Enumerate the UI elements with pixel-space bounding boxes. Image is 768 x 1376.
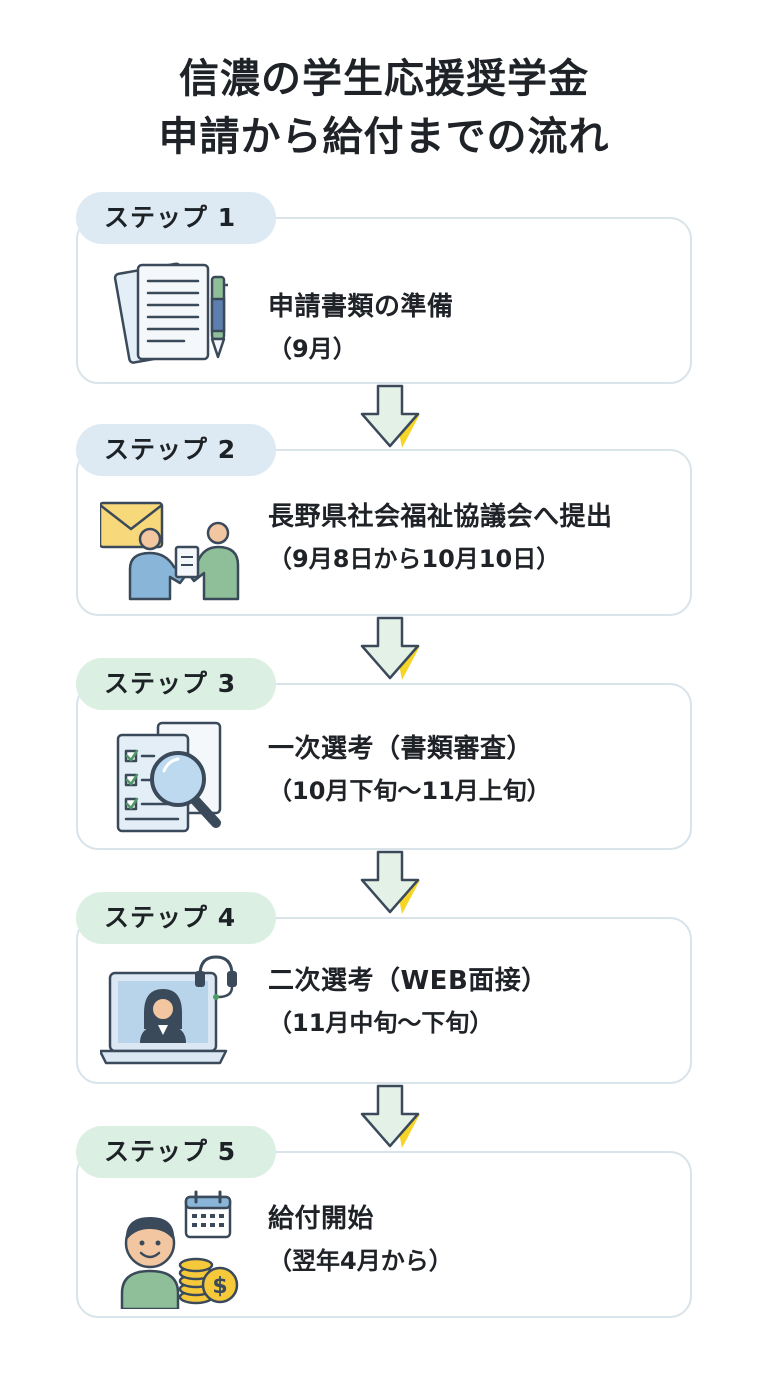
step-card: 長野県社会福祉協議会へ提出 （9月8日から10月10日）	[76, 449, 692, 616]
step-3: 一次選考（書類審査） （10月下旬～11月上旬） ステップ 3	[76, 658, 692, 850]
step-card: $ 給付開始 （翌年4月から）	[76, 1151, 692, 1318]
laptop-video-interview-icon	[100, 955, 237, 1065]
step-card: 二次選考（WEB面接） （11月中旬～下旬）	[76, 917, 692, 1084]
step-title: 二次選考（WEB面接）	[268, 966, 548, 996]
document-review-magnifier-icon	[116, 721, 222, 833]
step-text: 二次選考（WEB面接） （11月中旬～下旬）	[268, 963, 548, 1041]
documents-pen-icon	[113, 262, 228, 364]
title-line-1: 信濃の学生応援奨学金	[179, 56, 589, 102]
down-arrow-icon	[360, 616, 420, 680]
step-period: （9月）	[268, 335, 357, 363]
step-text: 長野県社会福祉協議会へ提出 （9月8日から10月10日）	[268, 499, 613, 577]
envelope-handover-icon	[100, 501, 240, 601]
down-arrow-icon	[360, 384, 420, 448]
step-title: 給付開始	[268, 1204, 375, 1234]
step-1: 申請書類の準備 （9月） ステップ 1	[76, 192, 692, 384]
step-period: （10月下旬～11月上旬）	[268, 777, 551, 805]
down-arrow-icon	[360, 1084, 420, 1148]
page-title: 信濃の学生応援奨学金 申請から給付までの流れ	[0, 50, 768, 166]
person-calendar-coins-icon: $	[120, 1190, 239, 1309]
step-4: 二次選考（WEB面接） （11月中旬～下旬） ステップ 4	[76, 892, 692, 1084]
step-card: 一次選考（書類審査） （10月下旬～11月上旬）	[76, 683, 692, 850]
step-2: 長野県社会福祉協議会へ提出 （9月8日から10月10日） ステップ 2	[76, 424, 692, 616]
step-text: 一次選考（書類審査） （10月下旬～11月上旬）	[268, 731, 551, 809]
step-title: 長野県社会福祉協議会へ提出	[268, 502, 613, 532]
title-line-2: 申請から給付までの流れ	[158, 114, 610, 160]
step-period: （9月8日から10月10日）	[268, 545, 561, 573]
step-label-pill: ステップ 2	[76, 424, 276, 476]
step-label-pill: ステップ 3	[76, 658, 276, 710]
step-card: 申請書類の準備 （9月）	[76, 217, 692, 384]
step-text: 申請書類の準備 （9月）	[268, 289, 454, 367]
step-label-pill: ステップ 5	[76, 1126, 276, 1178]
step-title: 申請書類の準備	[268, 292, 454, 322]
step-text: 給付開始 （翌年4月から）	[268, 1201, 453, 1279]
step-label-pill: ステップ 4	[76, 892, 276, 944]
svg-text:$: $	[212, 1274, 227, 1299]
step-label-pill: ステップ 1	[76, 192, 276, 244]
step-5: $ 給付開始 （翌年4月から） ステップ 5	[76, 1126, 692, 1318]
step-title: 一次選考（書類審査）	[268, 734, 534, 764]
down-arrow-icon	[360, 850, 420, 914]
step-period: （11月中旬～下旬）	[268, 1009, 494, 1037]
step-period: （翌年4月から）	[268, 1247, 453, 1275]
